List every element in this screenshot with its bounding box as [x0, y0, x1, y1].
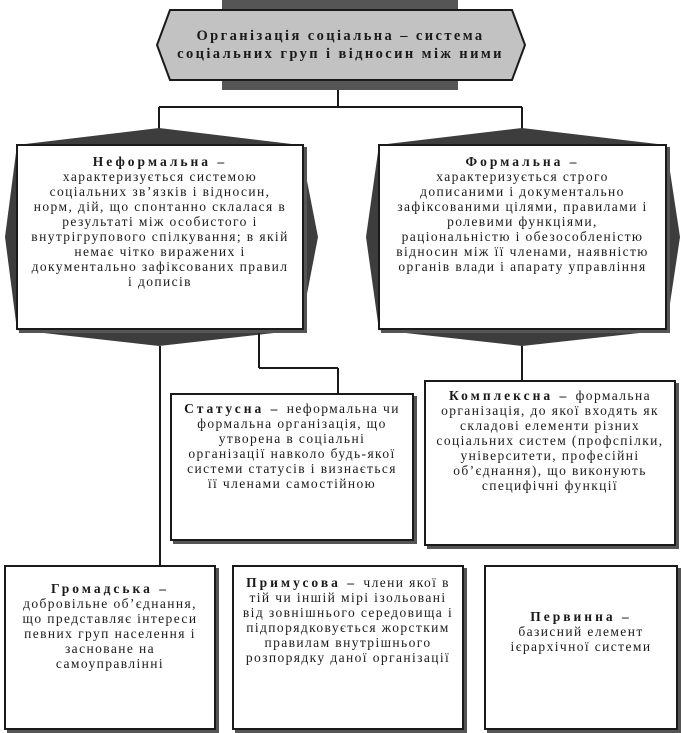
- header-title-line2: соціальних груп і відносин між ними: [177, 46, 504, 62]
- primary-description: базисний елемент ієрархічної системи: [510, 624, 652, 654]
- status-description: неформальна чи формальна організація, що…: [187, 401, 400, 491]
- informal-title: Неформальна –: [92, 154, 228, 169]
- complex-content: Комплексна – формальна організація, до я…: [434, 388, 666, 493]
- informal-organization-box: Неформальна – характеризується системою …: [16, 144, 304, 330]
- header-title-line1: Організація соціальна – система: [196, 28, 485, 44]
- status-title: Статусна –: [184, 401, 287, 416]
- header-hexagon: [155, 9, 527, 81]
- primary-title: Первинна –: [530, 609, 632, 624]
- public-title: Громадська –: [50, 581, 169, 596]
- coercive-content: Примусова – члени якої в тій чи іншій мі…: [242, 575, 454, 665]
- formal-organization-box: Формальна – характеризується строго допи…: [378, 144, 667, 330]
- complex-description: формальна організація, до якої входять я…: [436, 388, 664, 493]
- header-bar-bottom: [222, 80, 458, 90]
- informal-description: характеризується системою соціальних зв’…: [31, 169, 289, 289]
- formal-title: Формальна –: [465, 154, 580, 169]
- public-organization-box: Громадська – добровільне об’єднання, що …: [4, 565, 216, 730]
- status-content: Статусна – неформальна чи формальна орга…: [180, 401, 404, 491]
- coercive-organization-box: Примусова – члени якої в тій чи іншій мі…: [232, 565, 464, 730]
- public-description: добровільне об’єднання, що представляє і…: [22, 596, 198, 671]
- coercive-title: Примусова –: [246, 575, 364, 590]
- status-organization-box: Статусна – неформальна чи формальна орга…: [170, 393, 414, 541]
- formal-description: характеризується строго дописаними і док…: [396, 169, 649, 274]
- complex-title: Комплексна –: [449, 388, 576, 403]
- complex-organization-box: Комплексна – формальна організація, до я…: [424, 380, 676, 546]
- coercive-description: члени якої в тій чи іншій мірі ізольован…: [242, 575, 454, 665]
- primary-organization-box: Первинна – базисний елемент ієрархічної …: [484, 565, 678, 730]
- header-title: Організація соціальна – система соціальн…: [157, 20, 524, 70]
- header-bar-top: [222, 0, 458, 10]
